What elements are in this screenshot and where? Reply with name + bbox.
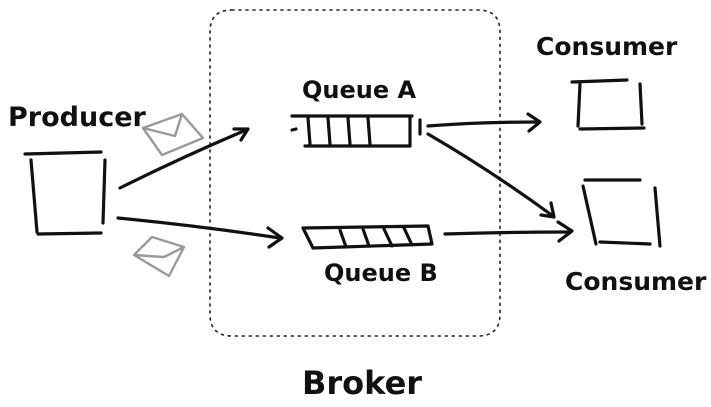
envelope-icon xyxy=(132,235,186,278)
consumer-node-2: Consumer xyxy=(565,178,707,296)
consumer-node-1: Consumer xyxy=(536,32,678,131)
queue-a-label: Queue A xyxy=(302,76,416,104)
arrow-queue-a-to-consumer-1 xyxy=(426,112,542,133)
envelope-icon xyxy=(141,112,205,157)
arrow-queue-a-to-consumer-2 xyxy=(426,132,556,219)
arrow-queue-b-to-consumer-2 xyxy=(443,220,574,243)
broker-boundary xyxy=(209,9,501,337)
producer-label: Producer xyxy=(8,102,147,133)
consumer-1-label: Consumer xyxy=(536,32,678,61)
arrow-producer-to-queue-b xyxy=(116,216,284,249)
broker-label: Broker xyxy=(302,364,422,402)
queue-b: Queue B xyxy=(301,224,438,287)
producer-box xyxy=(23,150,107,236)
arrow-producer-to-queue-a xyxy=(118,127,250,190)
producer-node: Producer xyxy=(8,102,147,236)
queue-a: Queue A xyxy=(290,76,422,148)
queue-b-label: Queue B xyxy=(324,259,438,287)
consumer-2-label: Consumer xyxy=(565,267,707,296)
